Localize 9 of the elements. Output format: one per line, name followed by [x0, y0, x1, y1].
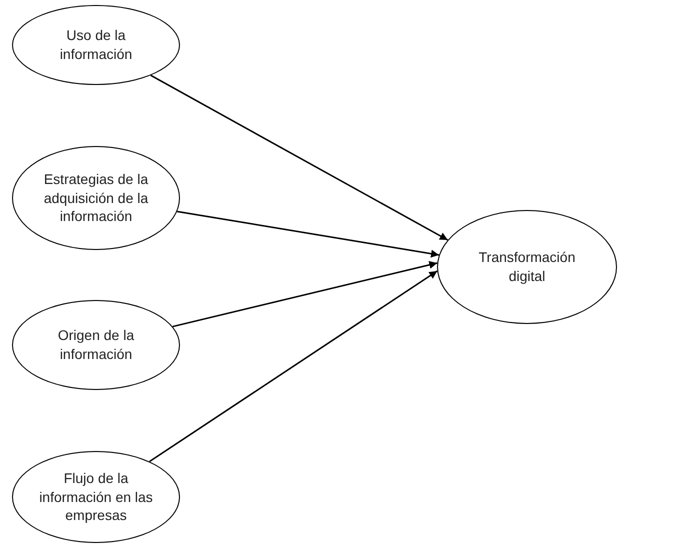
arrow [177, 210, 440, 258]
node-label: Origen de la información [56, 326, 136, 364]
node-label: Flujo de la información en las empresas [38, 468, 154, 526]
node-label: Estrategias de la adquisición de la información [42, 170, 150, 226]
arrow [150, 74, 448, 241]
node-label: Uso de la información [58, 26, 134, 64]
arrow [149, 270, 438, 462]
arrow [172, 260, 438, 328]
node-label: Transformación digital [478, 248, 576, 286]
